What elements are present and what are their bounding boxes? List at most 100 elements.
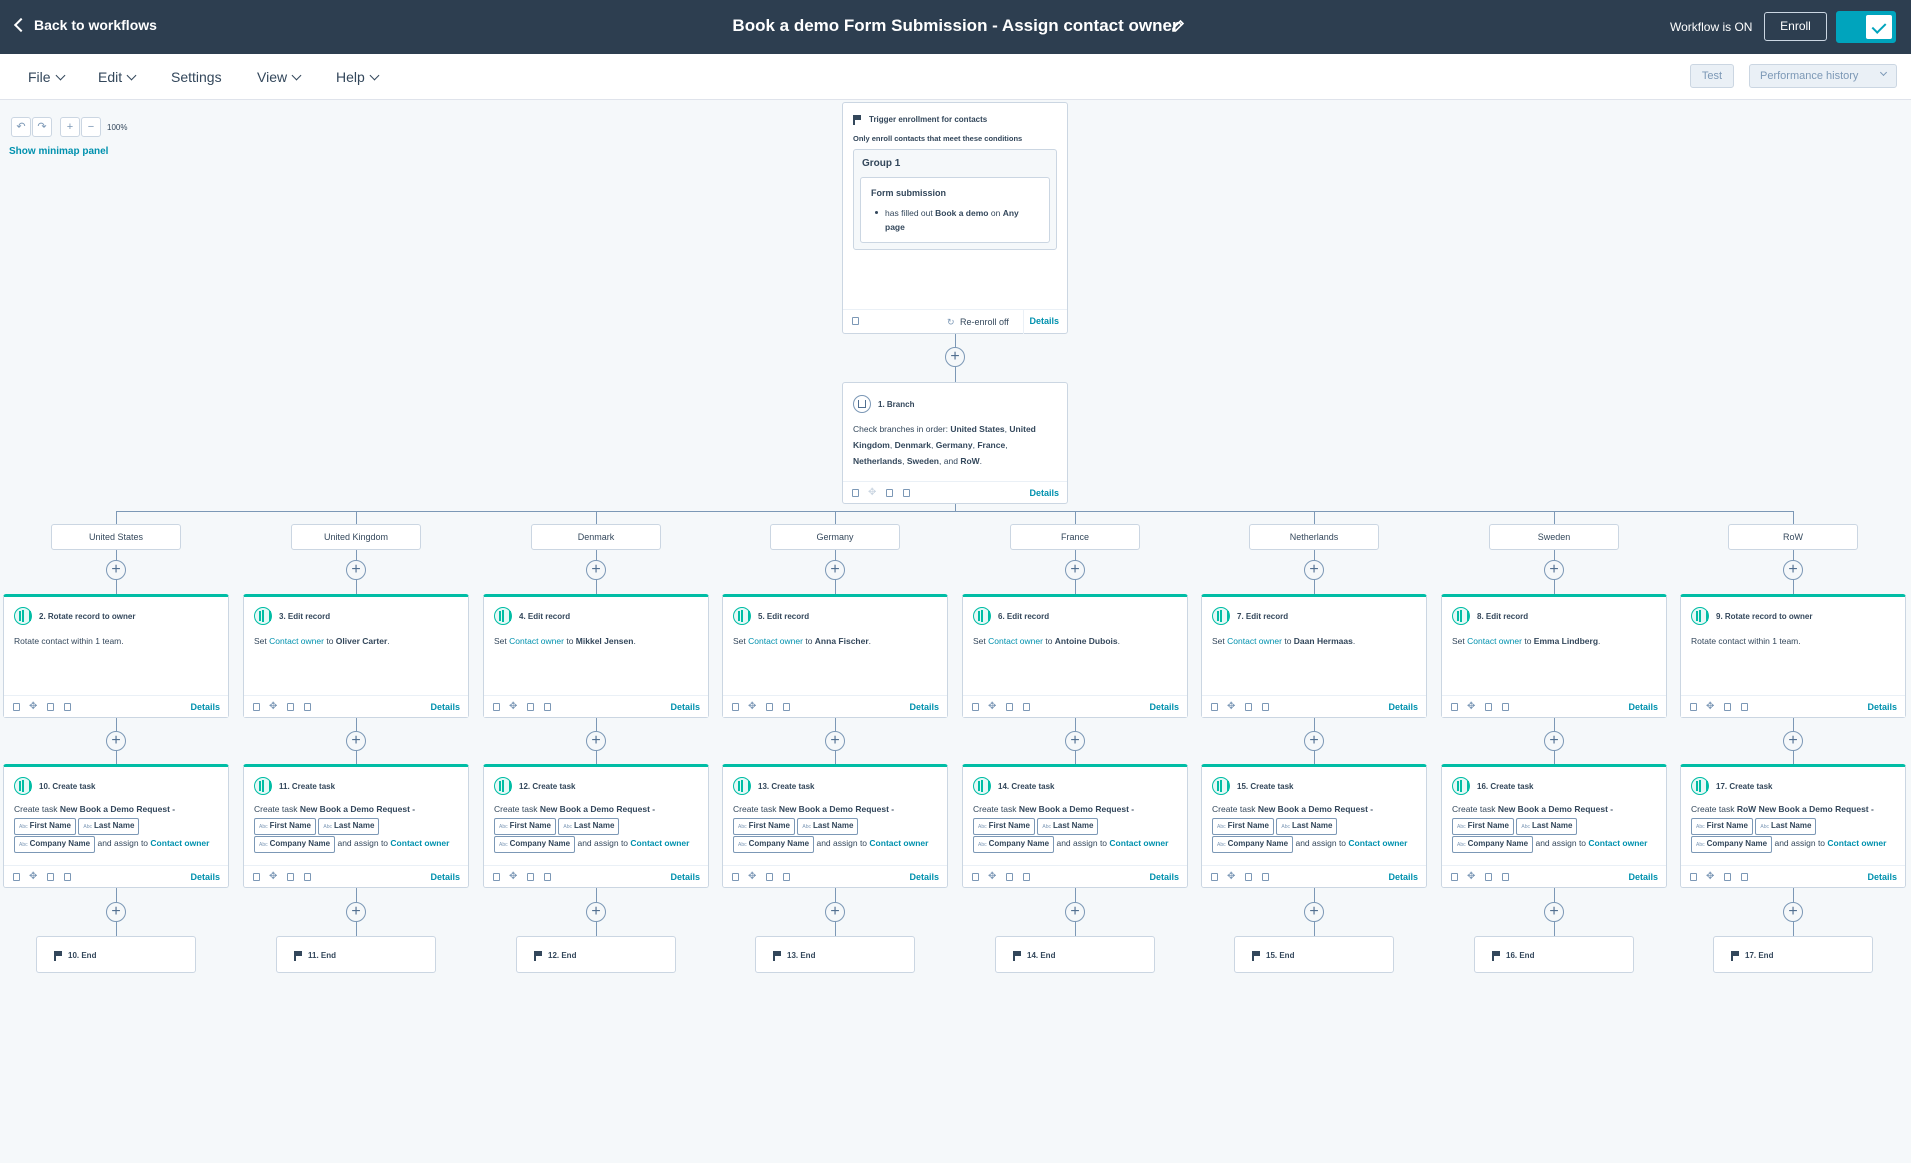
copy-icon[interactable] [852, 317, 859, 325]
menu-edit[interactable]: Edit [98, 69, 137, 85]
trash-icon[interactable] [1741, 703, 1748, 711]
copy-icon[interactable] [493, 703, 500, 711]
move-icon[interactable]: ✥ [748, 701, 757, 712]
branch-label[interactable]: Denmark [531, 524, 661, 550]
menu-help[interactable]: Help [336, 69, 380, 85]
add-action-button[interactable]: + [945, 347, 965, 367]
copy-icon[interactable] [1211, 703, 1218, 711]
add-action-button[interactable]: + [346, 560, 366, 580]
add-action-button[interactable]: + [825, 560, 845, 580]
clipboard-icon[interactable] [1006, 873, 1013, 881]
branch-label[interactable]: France [1010, 524, 1140, 550]
create-task-card[interactable]: 11. Create task Create task New Book a D… [243, 764, 469, 888]
details-link[interactable]: Details [670, 872, 700, 882]
add-action-button[interactable]: + [1544, 902, 1564, 922]
details-link[interactable]: Details [190, 702, 220, 712]
trigger-details-link[interactable]: Details [1029, 316, 1059, 326]
add-action-button[interactable]: + [106, 560, 126, 580]
trash-icon[interactable] [1023, 703, 1030, 711]
clipboard-icon[interactable] [47, 703, 54, 711]
end-card[interactable]: 11. End [276, 936, 436, 973]
end-card[interactable]: 15. End [1234, 936, 1394, 973]
undo-button[interactable]: ↶ [11, 117, 31, 137]
trash-icon[interactable] [64, 703, 71, 711]
move-icon[interactable]: ✥ [1706, 871, 1715, 882]
move-icon[interactable]: ✥ [29, 701, 38, 712]
copy-icon[interactable] [1451, 873, 1458, 881]
trash-icon[interactable] [1023, 873, 1030, 881]
clipboard-icon[interactable] [1724, 873, 1731, 881]
copy-icon[interactable] [732, 703, 739, 711]
add-action-button[interactable]: + [586, 560, 606, 580]
details-link[interactable]: Details [1149, 872, 1179, 882]
create-task-card[interactable]: 12. Create task Create task New Book a D… [483, 764, 709, 888]
create-task-card[interactable]: 17. Create task Create task RoW New Book… [1680, 764, 1906, 888]
create-task-card[interactable]: 15. Create task Create task New Book a D… [1201, 764, 1427, 888]
move-icon[interactable]: ✥ [509, 701, 518, 712]
action-card[interactable]: 6. Edit record Set Contact owner to Anto… [962, 594, 1188, 718]
branch-label[interactable]: Netherlands [1249, 524, 1379, 550]
clipboard-icon[interactable] [766, 873, 773, 881]
move-icon[interactable]: ✥ [1467, 701, 1476, 712]
add-action-button[interactable]: + [1065, 731, 1085, 751]
clipboard-icon[interactable] [1245, 703, 1252, 711]
trash-icon[interactable] [783, 703, 790, 711]
move-icon[interactable]: ✥ [988, 871, 997, 882]
details-link[interactable]: Details [1388, 872, 1418, 882]
details-link[interactable]: Details [1149, 702, 1179, 712]
trash-icon[interactable] [1741, 873, 1748, 881]
trash-icon[interactable] [783, 873, 790, 881]
trash-icon[interactable] [903, 489, 910, 497]
create-task-card[interactable]: 10. Create task Create task New Book a D… [3, 764, 229, 888]
clipboard-icon[interactable] [527, 703, 534, 711]
move-icon[interactable]: ✥ [1227, 871, 1236, 882]
end-card[interactable]: 12. End [516, 936, 676, 973]
move-icon[interactable]: ✥ [748, 871, 757, 882]
end-card[interactable]: 13. End [755, 936, 915, 973]
add-action-button[interactable]: + [586, 902, 606, 922]
workflow-title[interactable]: Book a demo Form Submission - Assign con… [732, 16, 1179, 35]
trash-icon[interactable] [304, 703, 311, 711]
trigger-card[interactable]: Trigger enrollment for contacts Only enr… [842, 102, 1068, 334]
action-card[interactable]: 8. Edit record Set Contact owner to Emma… [1441, 594, 1667, 718]
end-card[interactable]: 10. End [36, 936, 196, 973]
trash-icon[interactable] [1262, 873, 1269, 881]
end-card[interactable]: 14. End [995, 936, 1155, 973]
add-action-button[interactable]: + [1783, 560, 1803, 580]
branch-details-link[interactable]: Details [1029, 488, 1059, 498]
menu-file[interactable]: File [28, 69, 66, 85]
details-link[interactable]: Details [1388, 702, 1418, 712]
trash-icon[interactable] [64, 873, 71, 881]
move-icon[interactable]: ✥ [269, 701, 278, 712]
trash-icon[interactable] [544, 873, 551, 881]
trash-icon[interactable] [1502, 873, 1509, 881]
end-card[interactable]: 16. End [1474, 936, 1634, 973]
add-action-button[interactable]: + [1544, 560, 1564, 580]
menu-view[interactable]: View [257, 69, 302, 85]
move-icon[interactable]: ✥ [1706, 701, 1715, 712]
action-card[interactable]: 5. Edit record Set Contact owner to Anna… [722, 594, 948, 718]
move-icon[interactable]: ✥ [1467, 871, 1476, 882]
copy-icon[interactable] [1690, 703, 1697, 711]
pencil-icon[interactable] [1170, 18, 1186, 34]
details-link[interactable]: Details [430, 702, 460, 712]
copy-icon[interactable] [852, 489, 859, 497]
copy-icon[interactable] [1690, 873, 1697, 881]
action-card[interactable]: 3. Edit record Set Contact owner to Oliv… [243, 594, 469, 718]
copy-icon[interactable] [253, 873, 260, 881]
branch-label[interactable]: United Kingdom [291, 524, 421, 550]
move-icon[interactable]: ✥ [29, 871, 38, 882]
details-link[interactable]: Details [909, 702, 939, 712]
add-action-button[interactable]: + [1304, 902, 1324, 922]
add-action-button[interactable]: + [1544, 731, 1564, 751]
clipboard-icon[interactable] [527, 873, 534, 881]
clipboard-icon[interactable] [1245, 873, 1252, 881]
clipboard-icon[interactable] [287, 873, 294, 881]
add-action-button[interactable]: + [825, 902, 845, 922]
copy-icon[interactable] [1451, 703, 1458, 711]
trash-icon[interactable] [1502, 703, 1509, 711]
test-button[interactable]: Test [1690, 64, 1734, 88]
enroll-button[interactable]: Enroll [1764, 12, 1827, 41]
move-icon[interactable]: ✥ [868, 487, 877, 498]
create-task-card[interactable]: 16. Create task Create task New Book a D… [1441, 764, 1667, 888]
